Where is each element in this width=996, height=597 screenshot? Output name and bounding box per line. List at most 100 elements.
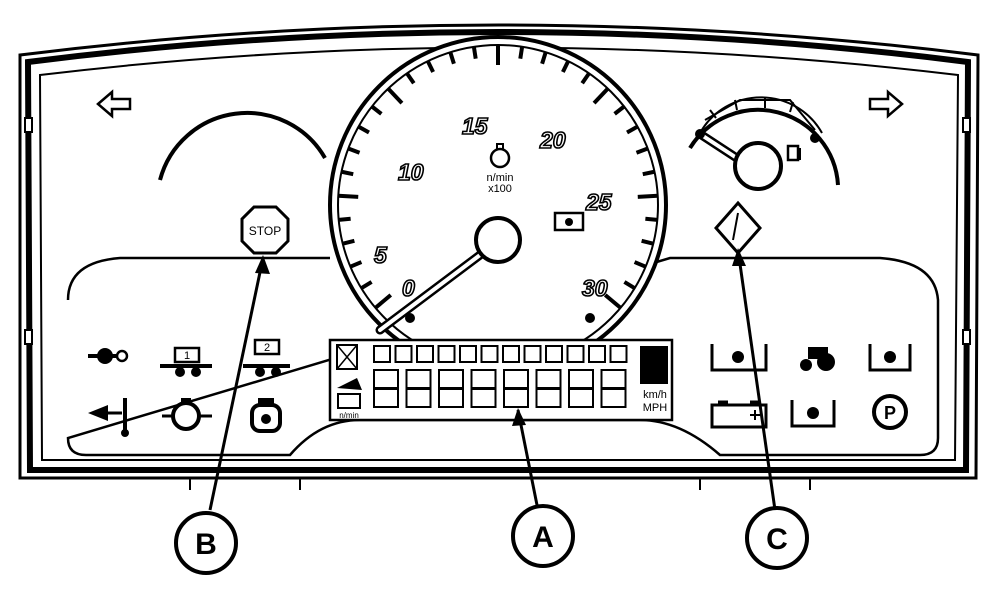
coolant-temperature-icon	[88, 398, 129, 437]
lcd-small-digit	[523, 345, 542, 363]
transmission-warning-icon	[710, 344, 768, 372]
lcd-main-digit	[535, 369, 562, 408]
tachometer-tick	[386, 87, 404, 105]
tacho-label-30: 30	[582, 275, 608, 301]
lcd-main-digit	[373, 369, 399, 408]
svg-text:P: P	[884, 403, 896, 423]
tachometer-tick	[338, 193, 359, 199]
left-turn-arrow-icon	[96, 89, 132, 119]
lcd-display: n/min km/h MPH	[328, 338, 674, 422]
parking-brake-icon: P	[872, 394, 908, 430]
warning-diamond-icon	[714, 200, 762, 256]
needle-hub	[474, 216, 522, 264]
stop-text: STOP	[249, 224, 281, 238]
tachometer-tick	[592, 87, 610, 105]
tachometer-tick	[360, 280, 373, 290]
lcd-small-digit	[394, 345, 413, 363]
pto-2-icon: 2	[243, 338, 290, 377]
tachometer-tick	[426, 60, 435, 73]
tachometer-tick	[370, 104, 383, 116]
tachometer-tick	[580, 72, 591, 85]
lcd-small-digit	[502, 345, 520, 363]
hydraulic-warning-icon	[868, 344, 912, 372]
oil-pressure-icon	[162, 398, 212, 431]
tachometer-tick	[637, 193, 658, 199]
tachometer: 0 5 10 15 20 25 30 n/min x100	[328, 35, 668, 375]
callout-a: A	[511, 504, 575, 568]
lcd-small-digit	[437, 345, 456, 363]
lcd-small-digit	[545, 345, 563, 363]
callout-a-letter: A	[532, 521, 554, 554]
tachometer-tick	[448, 51, 456, 65]
lcd-small-digit	[480, 345, 499, 363]
lcd-small-digit	[416, 345, 434, 363]
pto-2-number: 2	[264, 342, 270, 354]
tachometer-tick	[357, 124, 370, 135]
tachometer-tick	[405, 72, 416, 85]
tachometer-tick	[641, 238, 654, 246]
brake-warning-icon	[790, 400, 836, 428]
lcd-small-digit	[373, 345, 391, 363]
tachometer-ticks	[338, 45, 658, 310]
tacho-unit-line2: x100	[488, 183, 512, 195]
tachometer-tick	[635, 146, 649, 155]
lcd-small-digit	[609, 345, 628, 363]
tacho-unit-line1: n/min	[487, 172, 514, 184]
tachometer-tick	[603, 293, 622, 310]
lcd-segment-block	[640, 346, 668, 384]
tachometer-tick	[623, 280, 636, 290]
tacho-label-25: 25	[585, 189, 613, 215]
lcd-main-digit	[405, 369, 432, 408]
engine-oil-icon	[489, 143, 511, 169]
lcd-small-digit-row	[373, 345, 628, 363]
air-filter-icon	[250, 398, 282, 433]
callout-c: C	[745, 506, 809, 570]
speed-unit-imperial: MPH	[643, 402, 668, 414]
tachometer-tick	[540, 51, 548, 65]
lcd-small-digit	[459, 345, 477, 363]
tachometer-tick	[518, 46, 525, 59]
tacho-label-15: 15	[462, 113, 489, 139]
tachometer-tick	[341, 169, 354, 177]
tacho-label-0: 0	[402, 275, 415, 301]
tachometer-tick	[561, 60, 570, 73]
tachometer-tick	[347, 146, 361, 155]
callout-b: B	[174, 511, 238, 575]
battery-icon	[710, 400, 768, 429]
lcd-main-digit	[600, 369, 627, 408]
transmission-indicator-icon	[553, 211, 585, 232]
fuel-gauge-icon	[688, 96, 840, 191]
tachometer-tick	[642, 169, 655, 177]
lcd-main-digit	[503, 369, 529, 408]
lcd-small-digit	[588, 345, 606, 363]
needle-stop-right	[585, 313, 595, 323]
left-arc-gauge	[158, 110, 327, 181]
callout-c-letter: C	[766, 523, 788, 556]
stop-icon: STOP	[240, 205, 290, 255]
tachometer-tick	[338, 216, 351, 222]
lcd-main-digit	[470, 369, 497, 408]
lcd-main-digit-row	[373, 369, 627, 408]
tachometer-tick	[613, 104, 626, 116]
lcd-small-digit	[566, 345, 585, 363]
callout-b-letter: B	[195, 528, 217, 561]
rpm-unit: n/min	[339, 411, 359, 420]
pto-1-number: 1	[184, 350, 190, 362]
tachometer-tick	[374, 293, 393, 310]
lcd-main-digit	[568, 369, 594, 408]
speed-unit-metric: km/h	[643, 389, 667, 401]
needle-stop-left	[405, 313, 415, 323]
tacho-label-5: 5	[374, 242, 388, 268]
pto-1-icon: 1	[160, 346, 212, 377]
right-turn-arrow-icon	[868, 89, 904, 119]
tachometer-tick	[633, 260, 647, 269]
tractor-icon	[800, 347, 835, 371]
tachometer-tick	[626, 124, 639, 135]
tachometer-tick	[645, 216, 658, 222]
lcd-main-digit	[438, 369, 464, 408]
tacho-label-20: 20	[539, 127, 566, 153]
tachometer-tick	[471, 46, 478, 59]
tachometer-tick	[342, 238, 355, 246]
